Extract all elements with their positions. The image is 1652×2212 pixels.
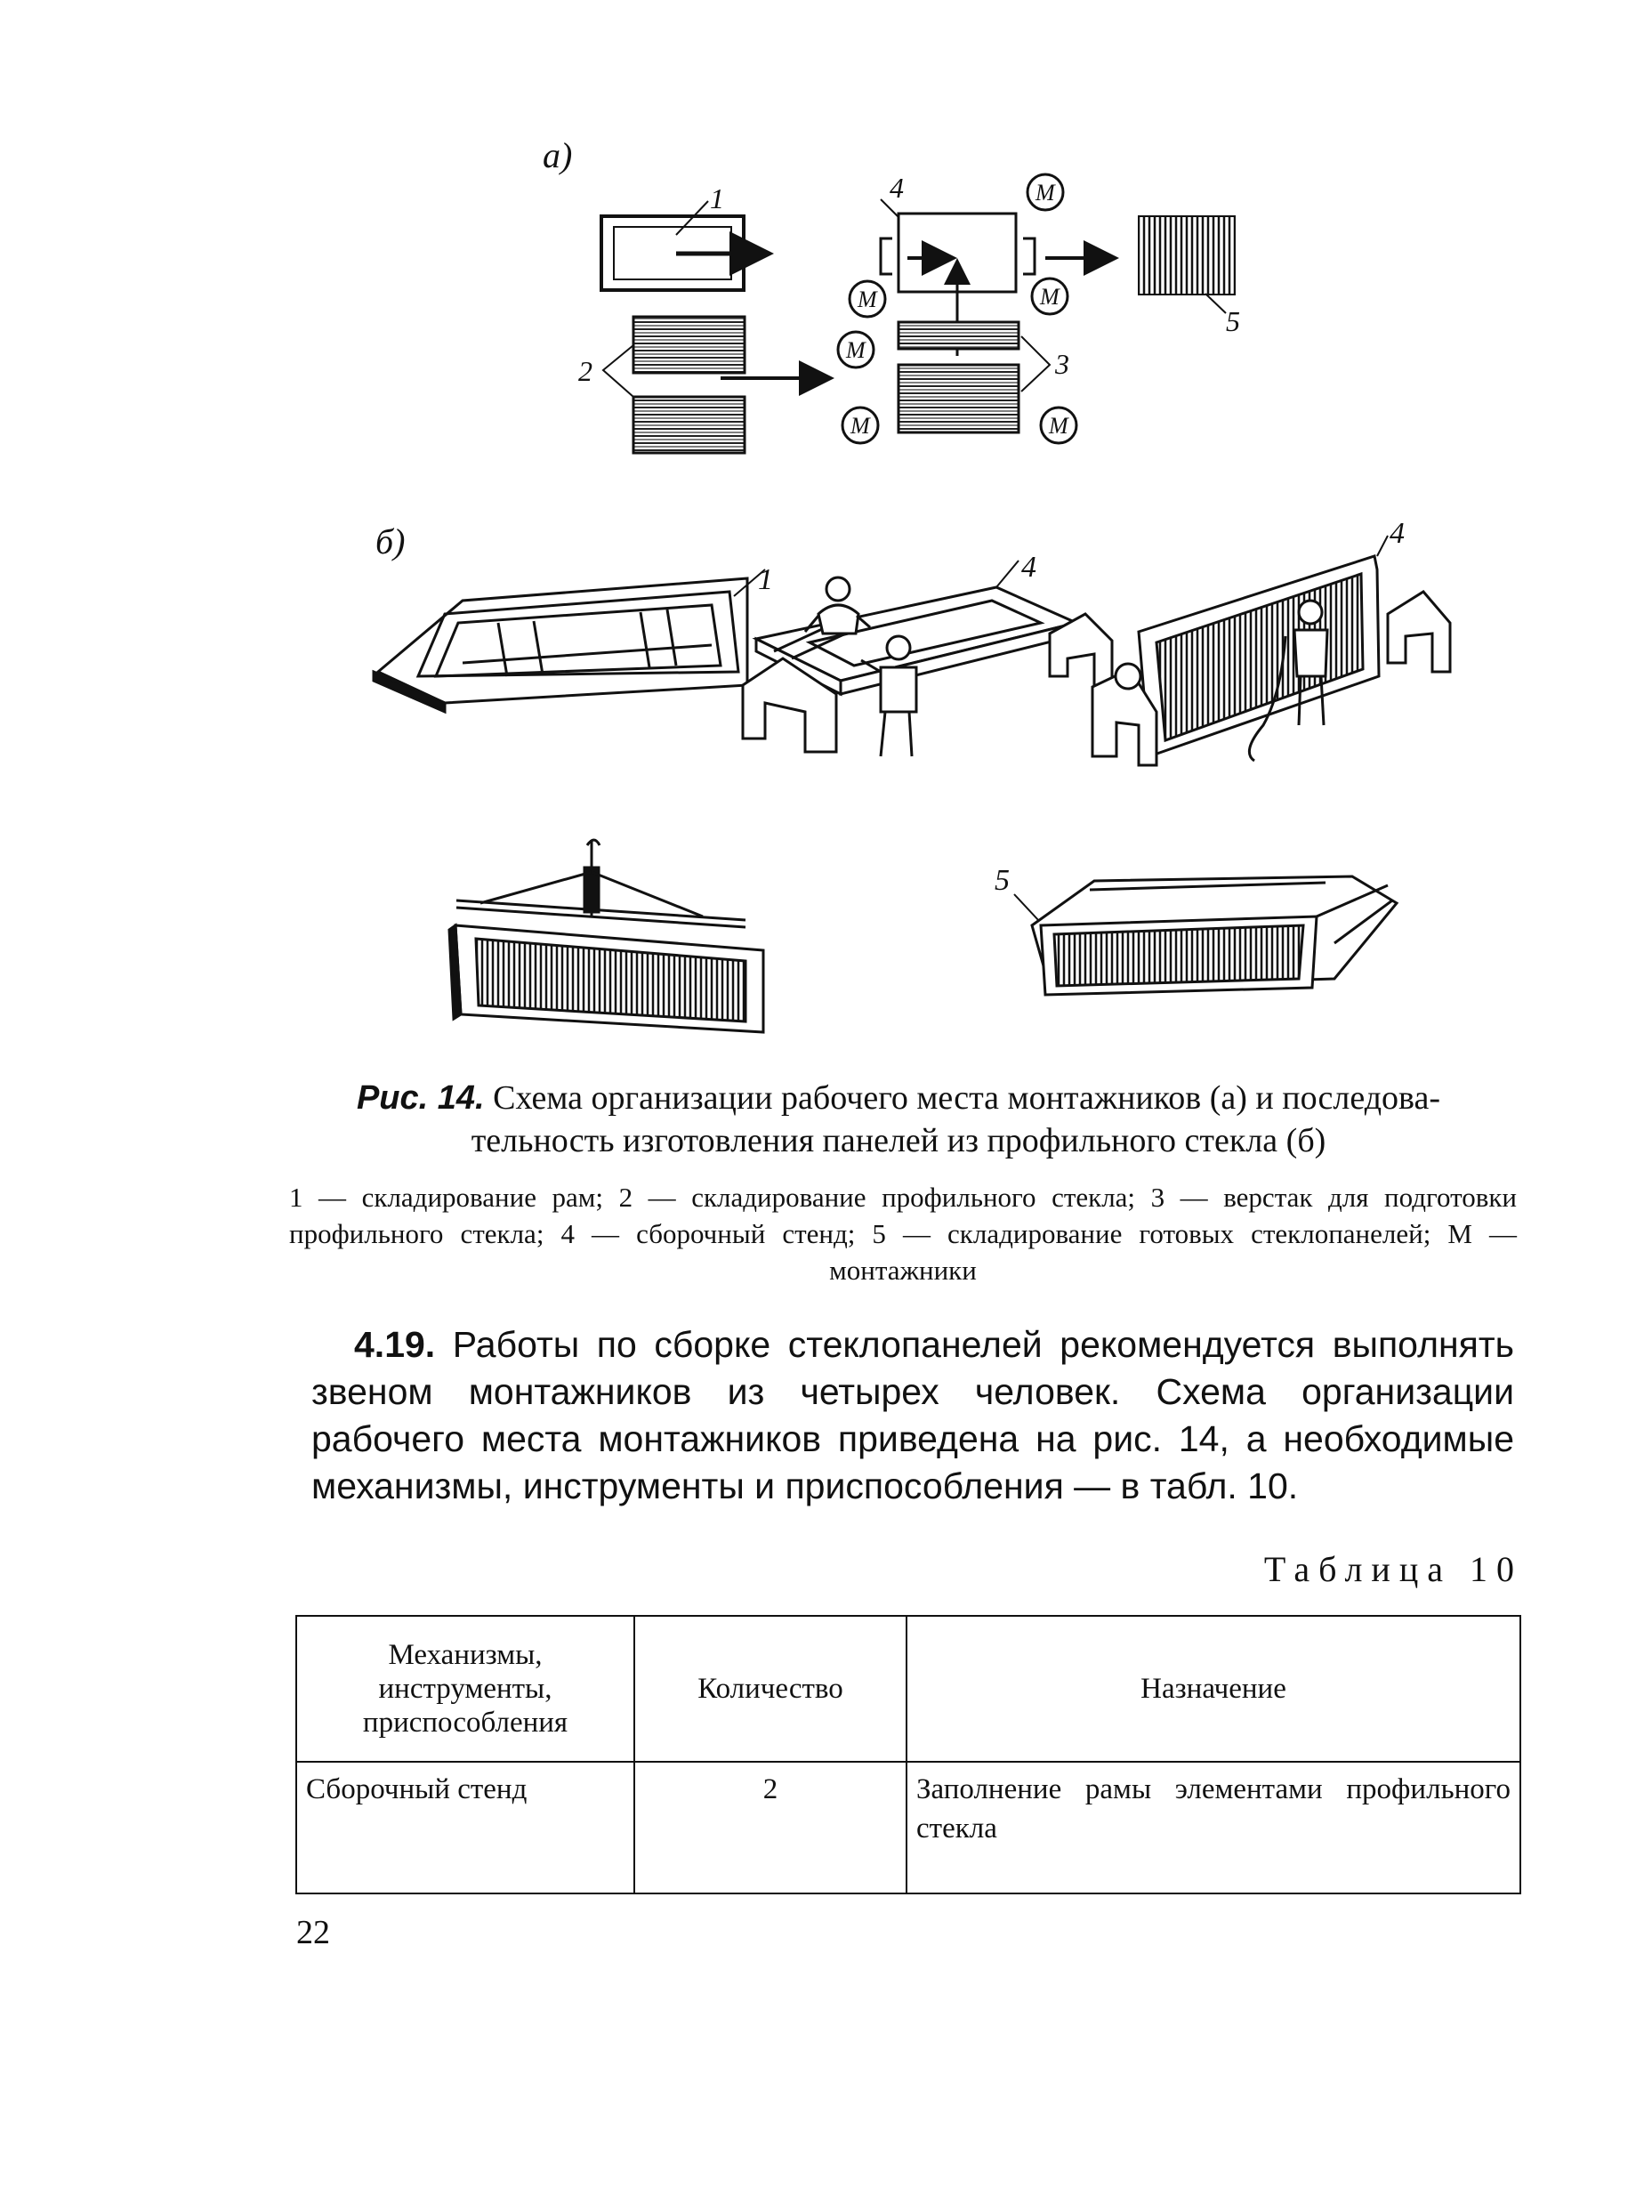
svg-text:М: М <box>1035 180 1056 206</box>
frame-storage: 1 <box>601 182 765 290</box>
label-1-a: 1 <box>710 182 724 214</box>
paragraph-4-19: 4.19. Работы по сборке стеклопанелей рек… <box>311 1321 1514 1510</box>
label-4-a: 4 <box>890 172 904 204</box>
svg-text:М: М <box>857 287 878 312</box>
label-2-a: 2 <box>578 355 592 387</box>
caption-line-2: тельность изготовления панелей из профил… <box>471 1122 1326 1159</box>
finished-panels: 5 <box>1139 216 1240 337</box>
table-cell: Заполнение рамы элементами профильного с… <box>907 1762 1520 1893</box>
figure-14: а) 1 2 4 3 М М <box>0 0 1652 1041</box>
worker-marker: М <box>838 332 874 367</box>
worker-marker: М <box>850 281 885 317</box>
table-header: Назначение <box>907 1616 1520 1762</box>
svg-text:М: М <box>1039 284 1060 310</box>
svg-text:М: М <box>1048 413 1069 439</box>
label-3-a: 3 <box>1054 348 1069 380</box>
worker-marker: М <box>842 408 878 443</box>
svg-text:М: М <box>850 413 871 439</box>
page-number: 22 <box>296 1913 330 1952</box>
vertical-stand: 4 <box>1092 517 1450 765</box>
frame-rack: 1 <box>374 563 773 712</box>
table-10: Механизмы, инструменты, приспособления К… <box>295 1615 1521 1894</box>
table-header: Механизмы, инструменты, приспособления <box>296 1616 634 1762</box>
assembly-area: 4 3 <box>881 172 1112 432</box>
label-1-b: 1 <box>758 563 773 596</box>
paragraph-text: Работы по сборке стеклопанелей рекоменду… <box>311 1324 1514 1506</box>
glass-storage: 2 <box>578 317 827 453</box>
label-4-b-right: 4 <box>1390 517 1405 550</box>
figure-caption: Рис. 14. Схема организации рабочего мест… <box>267 1077 1530 1162</box>
svg-text:М: М <box>845 337 866 363</box>
table-cell: 2 <box>634 1762 907 1893</box>
table-cell: Сборочный стенд <box>296 1762 634 1893</box>
caption-line-1: Схема организации рабочего места монтажн… <box>493 1079 1440 1117</box>
table-header: Количество <box>634 1616 907 1762</box>
label-5-b: 5 <box>995 864 1010 897</box>
worker-marker: М <box>1041 408 1076 443</box>
label-5-a: 5 <box>1226 305 1240 337</box>
figure-number: Рис. 14. <box>357 1079 485 1117</box>
table-title: Таблица 10 <box>1264 1548 1523 1590</box>
table-header-row: Механизмы, инструменты, приспособления К… <box>296 1616 1520 1762</box>
panel-b-label: б) <box>375 521 405 561</box>
paragraph-number: 4.19. <box>354 1324 435 1365</box>
crane-lifting-panel <box>449 840 763 1032</box>
panel-a-label: а) <box>543 135 572 175</box>
assembly-table: 4 <box>743 551 1112 756</box>
finished-panel-stack: 5 <box>995 864 1397 995</box>
worker-marker: М <box>1032 279 1068 314</box>
figure-legend: 1 — складирование рам; 2 — складирование… <box>289 1179 1517 1288</box>
label-4-b-left: 4 <box>1021 551 1036 584</box>
worker-marker: М <box>1027 174 1063 210</box>
table-row: Сборочный стенд 2 Заполнение рамы элемен… <box>296 1762 1520 1893</box>
